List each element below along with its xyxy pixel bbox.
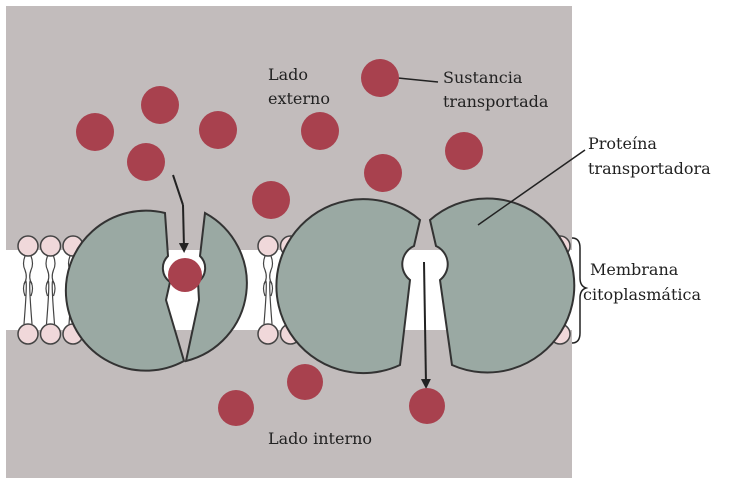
particle: [76, 113, 114, 151]
particle: [199, 111, 237, 149]
label-membrane-line1: Membrana: [590, 260, 679, 279]
particle: [127, 143, 165, 181]
lipid-head: [258, 236, 278, 256]
lipid-head: [258, 324, 278, 344]
label-outer-side-line1: Lado: [268, 65, 308, 84]
entry-arrow-shaft: [183, 205, 184, 248]
label-protein-line2: transportadora: [588, 159, 711, 178]
particle: [361, 59, 399, 97]
lipid-head: [41, 324, 61, 344]
particle: [141, 86, 179, 124]
label-inner-side: Lado interno: [268, 429, 372, 448]
particle: [218, 390, 254, 426]
transported-particle-in-channel: [168, 258, 202, 292]
particle: [252, 181, 290, 219]
particle: [364, 154, 402, 192]
label-substance-line2: transportada: [443, 92, 549, 111]
particle: [409, 388, 445, 424]
particle: [445, 132, 483, 170]
particle: [301, 112, 339, 150]
label-substance-line1: Sustancia: [443, 68, 523, 87]
label-outer-side-line2: externo: [268, 89, 330, 108]
label-protein-line1: Proteína: [588, 134, 657, 153]
label-membrane-line2: citoplasmática: [583, 285, 701, 304]
particle: [287, 364, 323, 400]
lipid-head: [18, 236, 38, 256]
lipid-head: [18, 324, 38, 344]
lipid-head: [41, 236, 61, 256]
